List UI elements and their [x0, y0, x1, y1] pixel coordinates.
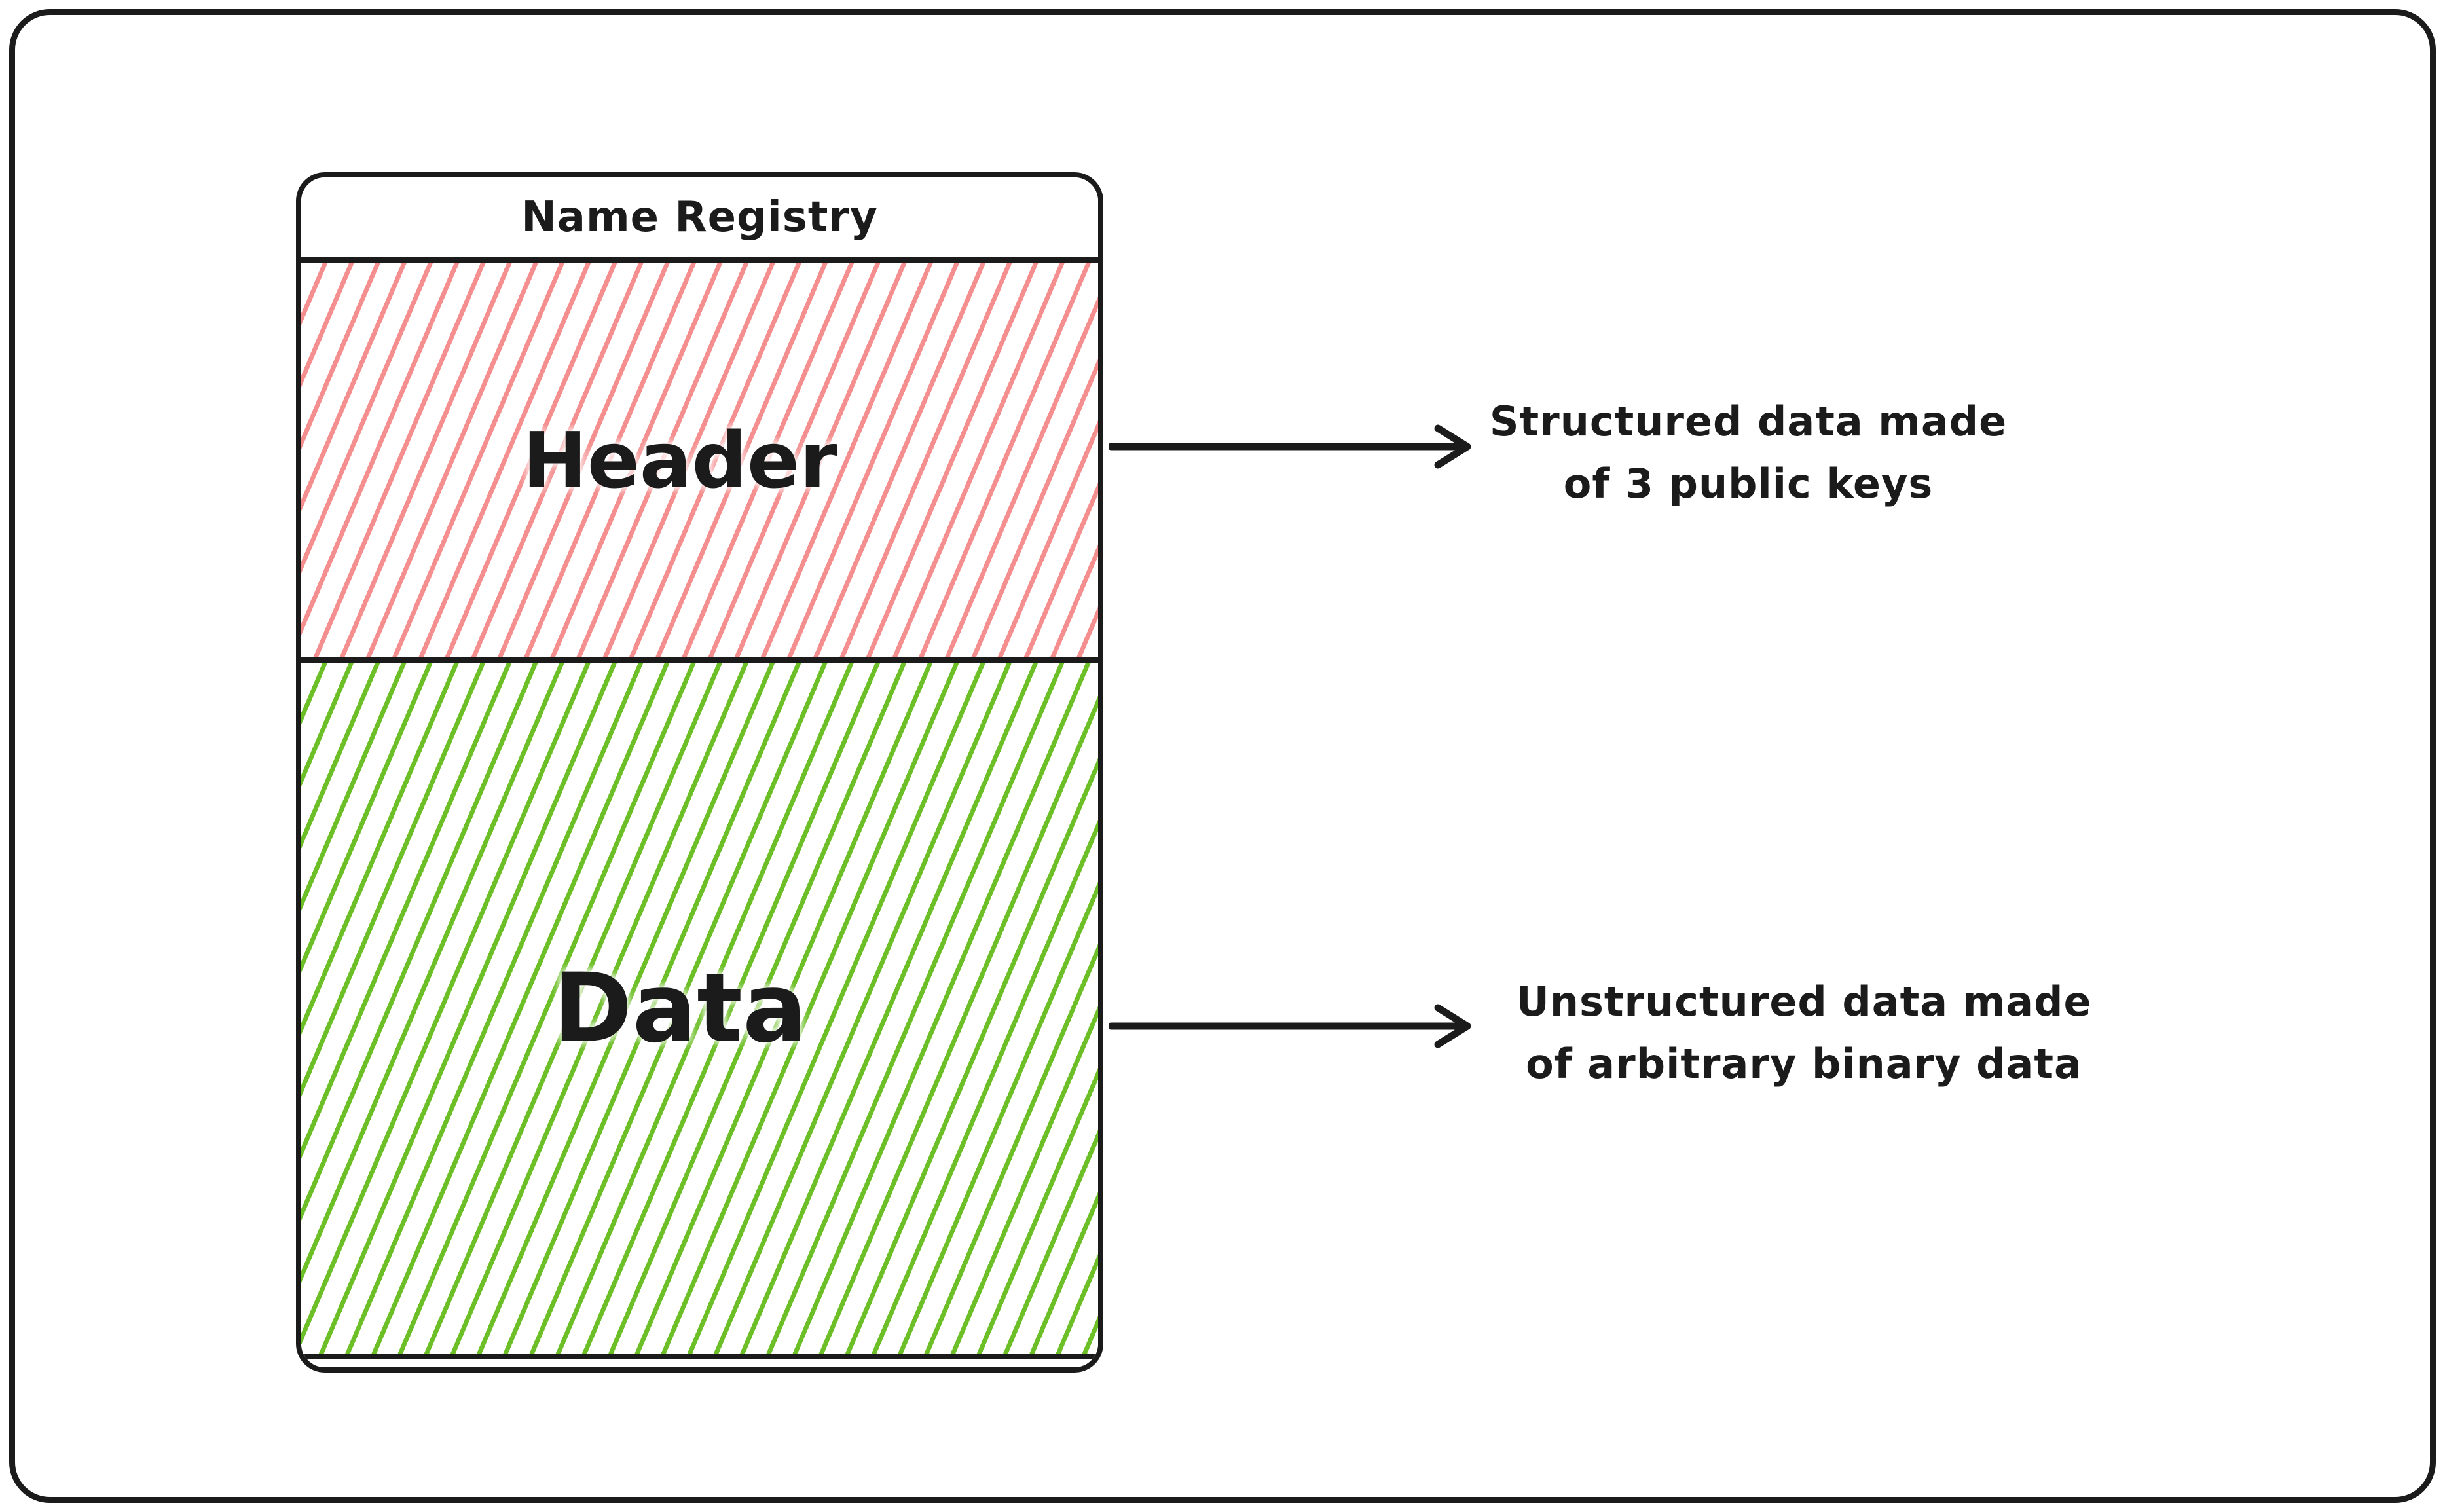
- header-section-label: Header: [522, 415, 838, 506]
- registry-title: Name Registry: [521, 193, 878, 242]
- data-section: Data: [301, 663, 1098, 1359]
- registry-title-bar: Name Registry: [301, 177, 1098, 263]
- data-annotation-line-2: of arbitrary binary data: [1526, 1040, 2082, 1088]
- header-section: Header: [301, 263, 1098, 663]
- header-annotation: Structured data made of 3 public keys: [1473, 390, 2023, 515]
- header-arrow-icon: [1109, 424, 1471, 469]
- data-section-label: Data: [553, 953, 807, 1064]
- data-arrow-icon: [1109, 1004, 1471, 1048]
- data-annotation-line-1: Unstructured data made: [1516, 978, 2092, 1025]
- data-annotation: Unstructured data made of arbitrary bina…: [1499, 970, 2108, 1095]
- header-annotation-line-1: Structured data made: [1489, 397, 2008, 445]
- name-registry-box: Name Registry Header Data: [296, 172, 1103, 1373]
- header-annotation-line-2: of 3 public keys: [1563, 460, 1934, 507]
